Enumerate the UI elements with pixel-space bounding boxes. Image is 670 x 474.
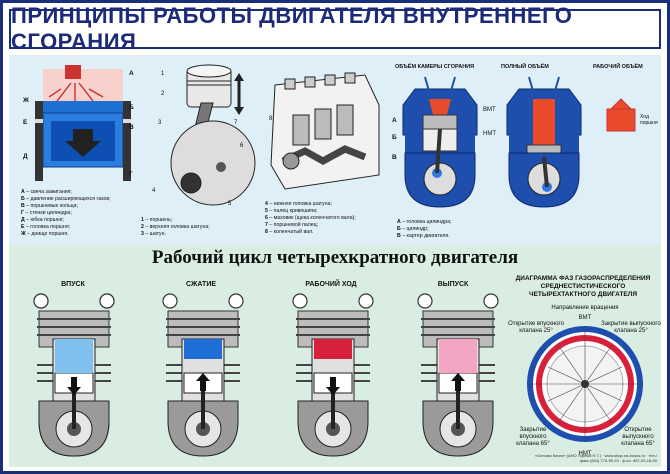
- cycle-subtitle: Рабочий цикл четырехкратного двигателя: [151, 247, 519, 268]
- page-title: ПРИНЦИПЫ РАБОТЫ ДВИГАТЕЛЯ ВНУТРЕННЕГО СГ…: [11, 3, 573, 54]
- legend-item: А – свеча зажигания;: [21, 189, 72, 195]
- fig1-ring: [123, 119, 131, 123]
- fig3-crankshaft: [281, 145, 367, 165]
- legend-item: Г – стенки цилиндра;: [21, 210, 72, 216]
- power-gases: [314, 339, 352, 359]
- fig4-valves: [424, 76, 456, 92]
- fig3-engine-block-diagram: [270, 72, 380, 190]
- phase-rotation: Направление вращения: [551, 305, 619, 311]
- fig1-marker-b: Б: [129, 104, 134, 111]
- fig1-marker-v: В: [129, 124, 134, 131]
- fig2-flywheel: [170, 120, 256, 206]
- phase-vmt: ВМТ: [578, 315, 592, 321]
- legend-item: Б – давление расширяющихся газов;: [21, 196, 111, 202]
- fig2-marker-1: 1: [161, 71, 165, 77]
- fig1-force-arrow: [65, 129, 101, 157]
- piston-up-arrow: [196, 373, 210, 391]
- fig4-label-working: РАБОЧИЙ ОБЪЁМ: [593, 64, 643, 70]
- fig3-pistons: [292, 104, 354, 146]
- intake-mixture: [55, 339, 93, 373]
- phase-open-intake: Открытие впускного клапана 25°: [508, 321, 564, 334]
- legend-item: 1 – поршень;: [141, 217, 173, 223]
- fig4-label-stroke: Ход поршня: [640, 114, 658, 126]
- fig2-marker-6: 6: [240, 143, 244, 149]
- fig4-combustion-chamber: [429, 99, 451, 115]
- compression-mixture: [184, 339, 222, 359]
- fig1-marker-e: Е: [23, 119, 28, 126]
- piston-down-arrow: [67, 377, 81, 395]
- legend-item: 3 – шатун.: [141, 231, 166, 237]
- stroke-title-compression: СЖАТИЕ: [185, 281, 217, 288]
- piston-down-arrow: [326, 377, 340, 395]
- piston-up-arrow: [451, 373, 465, 391]
- fig4-working-volume: [606, 98, 636, 132]
- fig2-marker-2: 2: [161, 91, 165, 97]
- legend-item: Ж – днище поршня.: [21, 231, 69, 237]
- fig4-marker-a: А: [392, 117, 397, 124]
- fig2-marker-7: 7: [234, 120, 238, 126]
- fig2-connecting-rod-diagram: [170, 64, 256, 206]
- fig2-marker-3: 3: [158, 120, 162, 126]
- fig3-legend: 4 – нижняя головка шатуна; 5 – палец кри…: [265, 201, 390, 236]
- fig2-marker-4: 4: [152, 188, 156, 194]
- phase-title: ДИАГРАММА ФАЗ ГАЗОРАСПРЕДЕЛЕНИЯ СРЕДНЕСТ…: [515, 275, 651, 298]
- fig4-marker-v: В: [392, 154, 397, 161]
- publisher-footer: «Основы Книги» (АНО Горный Н.Т.) · www.s…: [534, 453, 657, 463]
- fig1-pressure-arrows: [48, 82, 104, 105]
- legend-item: В – картер двигателя.: [397, 233, 450, 239]
- stroke-title-exhaust: ВЫПУСК: [437, 281, 469, 288]
- fig4-label-full: ПОЛНЫЙ ОБЪЁМ: [501, 64, 549, 70]
- fig1-spark-plug: [65, 65, 81, 79]
- legend-item: А – головка цилиндра;: [397, 219, 452, 225]
- fig4-label-nmt: НМТ: [483, 131, 496, 137]
- legend-item: В – поршневые кольца;: [21, 203, 78, 209]
- phase-nmt: НМТ: [578, 451, 592, 457]
- fig3-marker-8: 8: [269, 116, 273, 122]
- fig4-label-chamber: ОБЪЁМ КАМЕРЫ СГОРАНИЯ: [395, 64, 475, 70]
- legend-item: Д – юбка поршня;: [21, 217, 64, 223]
- stroke-exhaust-engine: [416, 292, 500, 458]
- fig4-label-vmt: ВМТ: [483, 107, 496, 113]
- fig1-marker-g: Г: [129, 171, 133, 178]
- stroke-compression-engine: [161, 292, 245, 458]
- fig4-full-volume: [533, 99, 555, 145]
- phase-diagram: [527, 326, 643, 442]
- fig2-crank-pin: [180, 172, 202, 194]
- fig4-piston: [422, 114, 458, 130]
- fig2-marker-5: 5: [228, 201, 232, 207]
- phase-open-exhaust: Открытие выпускного клапана 65°: [621, 427, 655, 447]
- fig4-marker-b: Б: [392, 134, 397, 141]
- fig1-marker-a: А: [129, 70, 134, 77]
- stroke-title-power: РАБОЧИЙ ХОД: [305, 281, 357, 288]
- fig1-cylinder-wall-right: [123, 101, 131, 181]
- legend-item: 8 – коленчатый вал.: [265, 229, 314, 235]
- fig1-marker-zh: Ж: [23, 97, 29, 104]
- exhaust-gases: [439, 339, 477, 373]
- legend-item: Е – головка поршня;: [21, 224, 71, 230]
- fig4-engine-section-right: [506, 76, 582, 208]
- fig1-piston-crown: [43, 101, 123, 113]
- stroke-power-engine: [291, 292, 375, 458]
- fig1-marker-d: Д: [23, 153, 28, 160]
- fig1-legend: А – свеча зажигания; Б – давление расшир…: [21, 189, 141, 238]
- legend-item: 7 – поршневой палец;: [265, 222, 319, 228]
- fig1-piston-diagram: [35, 65, 131, 181]
- title-bar: ПРИНЦИПЫ РАБОТЫ ДВИГАТЕЛЯ ВНУТРЕННЕГО СГ…: [9, 3, 661, 54]
- stroke-title-intake: ВПУСК: [61, 281, 85, 288]
- fig1-ring: [35, 119, 43, 123]
- phase-close-exhaust: Закрытие выпускного клапана 25°: [601, 321, 661, 334]
- legend-item: 6 – маховик (щека коленчатого вала);: [265, 215, 356, 221]
- fig4-engine-section-left: [402, 76, 478, 208]
- legend-item: 2 – верхняя головка шатуна;: [141, 224, 210, 230]
- fig1-cylinder-wall-left: [35, 101, 43, 181]
- fig2-legend: 1 – поршень; 2 – верхняя головка шатуна;…: [141, 217, 261, 238]
- fig4-legend: А – головка цилиндра; Б – цилиндр; В – к…: [397, 219, 517, 240]
- legend-item: 5 – палец кривошипа;: [265, 208, 318, 214]
- legend-item: 4 – нижняя головка шатуна;: [265, 201, 332, 207]
- legend-item: Б – цилиндр;: [397, 226, 429, 232]
- stroke-intake-engine: [32, 292, 116, 458]
- phase-close-intake: Закрытие впускного клапана 65°: [516, 427, 550, 447]
